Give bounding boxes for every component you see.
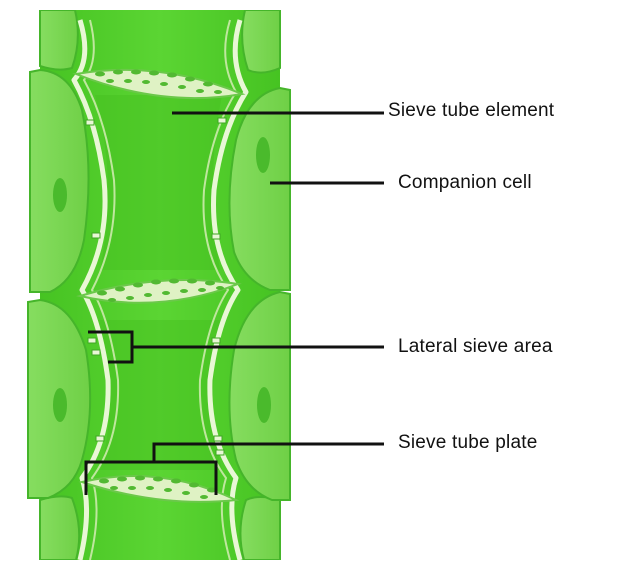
bottom-right-cell xyxy=(239,496,281,560)
leader-sieve-tube-plate xyxy=(84,460,218,495)
sieve-plate-top xyxy=(72,68,246,100)
leader-lines xyxy=(84,111,384,495)
lateral-pits xyxy=(85,117,227,456)
label-lateral-sieve-area: Lateral sieve area xyxy=(398,336,553,357)
nucleus-upper-left xyxy=(53,178,67,212)
companion-cell-upper-right xyxy=(228,86,291,291)
top-right-cell xyxy=(241,10,281,74)
top-left-cell xyxy=(39,10,79,71)
sieve-plate-middle xyxy=(76,278,242,304)
nucleus-lower-right xyxy=(257,387,271,423)
label-sieve-tube-plate: Sieve tube plate xyxy=(398,432,538,453)
nucleus-upper-right xyxy=(256,137,270,173)
left-wall-inner xyxy=(82,19,120,560)
lumen-shading-upper xyxy=(95,95,222,270)
sieve-plate-bottom xyxy=(78,475,240,503)
label-sieve-tube-element: Sieve tube element xyxy=(388,100,555,121)
label-companion-cell: Companion cell xyxy=(398,172,532,193)
nucleus-lower-left xyxy=(53,388,67,422)
bottom-left-cell xyxy=(39,495,81,560)
left-wall-outer xyxy=(71,19,111,560)
lumen-shading-lower xyxy=(98,320,222,470)
